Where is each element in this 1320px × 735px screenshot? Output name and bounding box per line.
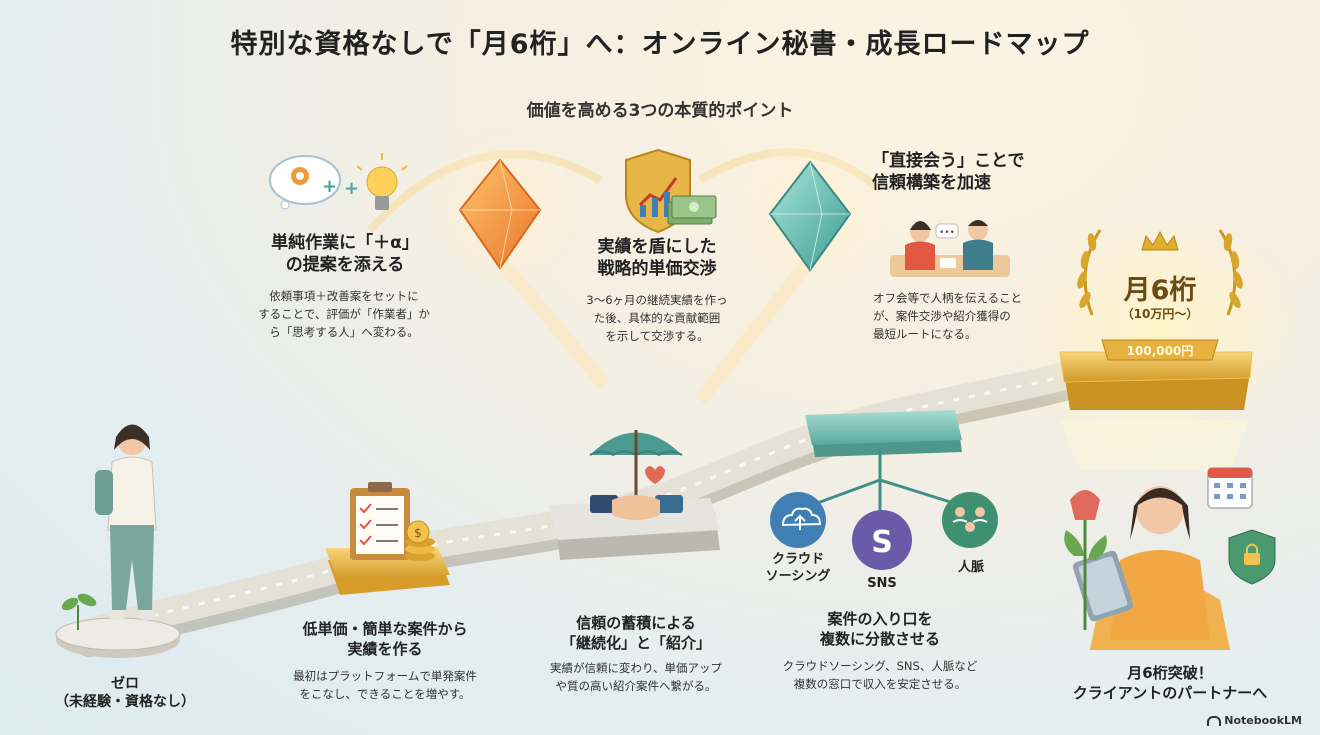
step-3-description: 実績が信頼に変わり、単価アップや質の高い紹介案件へ繋がる。 (549, 661, 723, 693)
umbrella-handshake-icon (589, 430, 683, 520)
sprout-icon (61, 593, 97, 630)
start-platform-top (55, 617, 181, 651)
svg-text:+: + (322, 176, 337, 197)
goal-title: 月6桁 (1123, 275, 1197, 306)
orange-diamond-icon (458, 158, 542, 270)
network-branches (811, 450, 961, 515)
channel-crowdsourcing-label: クラウドソーシング (765, 552, 831, 584)
security-shield-icon (1228, 529, 1276, 585)
meeting-people-icon: ••• (890, 220, 1010, 277)
channel-sns-label: SNS (867, 576, 897, 591)
laurel-icon (1077, 229, 1243, 316)
sns-logo-icon: S (852, 510, 912, 570)
teal-diamond-icon (768, 160, 852, 272)
svg-text:$: $ (414, 526, 422, 540)
coins-icon: $ (405, 520, 435, 561)
notebooklm-watermark: NotebookLM (1207, 714, 1302, 727)
point-2-heading: 実績を盾にした戦略的単価交渉 (597, 237, 717, 280)
plus-sign: + (344, 178, 359, 199)
tulip-icon (1064, 490, 1107, 630)
crown-icon (1141, 230, 1179, 251)
calendar-icon (1207, 467, 1253, 509)
channel-network-label: 人脈 (957, 560, 984, 575)
goal-light-beam (1060, 420, 1250, 470)
page-title: 特別な資格なしで「月6桁」へ：オンライン秘書・成長ロードマップ (230, 29, 1090, 60)
step-2-heading: 低単価・簡単な案件から実績を作る (302, 620, 468, 658)
point-1-heading: 単純作業に「＋α」の提案を添える (271, 233, 419, 276)
step4-platform (805, 410, 962, 457)
cloud-upload-icon (770, 492, 826, 548)
point-2-description: 3〜6ヶ月の継続実績を作った後、具体的な貢献範囲を示して交渉する。 (586, 293, 728, 343)
points-subtitle: 価値を高める3つの本質的ポイント (526, 101, 794, 121)
point-1-description: 依頼事項＋改善案をセットにすることで、評価が「作業者」から「思考する人」へ変わる… (258, 289, 430, 339)
step-4-description: クラウドソーシング、SNS、人脈など複数の窓口で収入を安定させる。 (782, 659, 978, 691)
goal-subtitle: （10万円〜） (1121, 307, 1199, 321)
tablet-woman-icon (1072, 486, 1230, 650)
woman-figure-icon (95, 424, 157, 620)
money-stack-icon (667, 195, 717, 225)
goal-ribbon-text: 100,000円 (1126, 344, 1194, 358)
gear-cloud-icon: + (269, 155, 341, 210)
svg-text:•••: ••• (939, 228, 955, 238)
lightbulb-icon (356, 153, 408, 210)
notebooklm-logo-icon (1207, 716, 1222, 726)
clipboard-checklist-icon (350, 482, 410, 560)
people-network-icon (942, 492, 998, 548)
step-3-heading: 信頼の蓄積による「継続化」と「紹介」 (560, 614, 711, 652)
goal-platform (1059, 351, 1253, 410)
step-5-heading: 月6桁突破！クライアントのパートナーへ (1072, 664, 1268, 702)
step-1-label: ゼロ（未経験・資格なし） (55, 676, 195, 711)
svg-text:S: S (871, 525, 893, 560)
goal-ribbon (1101, 339, 1219, 361)
step-2-description: 最初はプラットフォームで単発案件をこなし、できることを増やす。 (293, 669, 477, 701)
point-3-description: オフ会等で人柄を伝えることが、案件交渉や紹介獲得の最短ルートになる。 (873, 291, 1023, 341)
step-4-heading: 案件の入り口を複数に分散させる (819, 610, 940, 648)
point-3-heading: 「直接会う」ことで信頼構築を加速 (872, 151, 1025, 194)
